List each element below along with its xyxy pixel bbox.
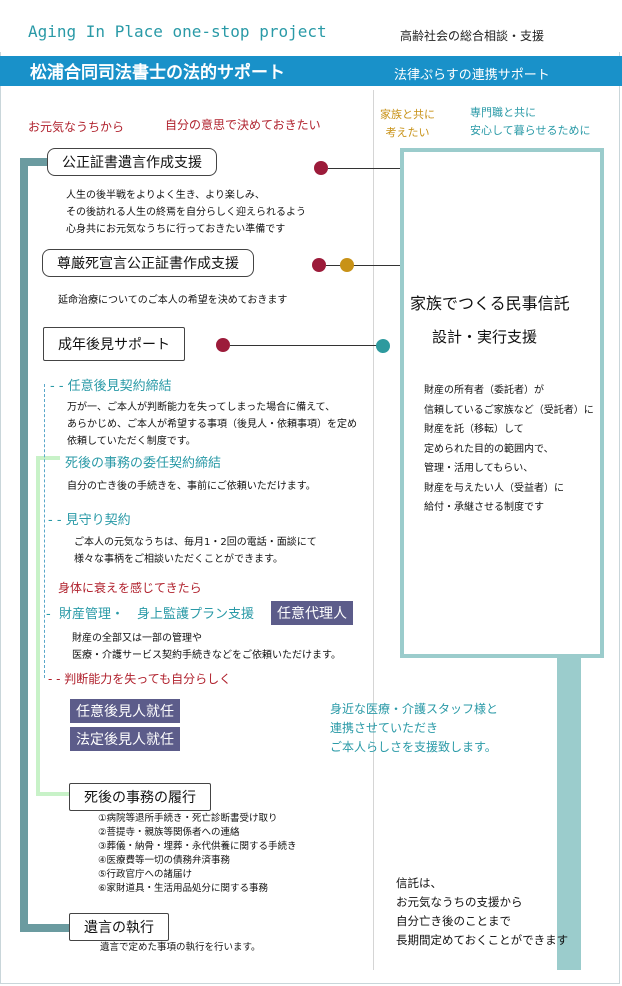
legal-guardian-badge: 法定後見人就任 <box>70 727 180 751</box>
main-timeline-bar <box>20 158 28 932</box>
civil-trust-title: 家族でつくる民事信託 <box>410 294 570 313</box>
posthumous-execution-label: 死後の事務の履行 <box>69 783 211 811</box>
property-plan-description: 財産の全部又は一部の管理や医療・介護サービス契約手続きなどをご依頼いただけます。 <box>72 633 341 661</box>
dignity-dot-family <box>340 258 354 272</box>
guardian-dot-self <box>216 338 230 352</box>
dignity-description: 延命治療についてのご本人の希望を決めておきます <box>58 295 288 306</box>
japanese-subtitle: 高齢社会の総合相談・支援 <box>400 29 545 43</box>
column-divider <box>373 90 374 970</box>
timeline-top-cap <box>20 158 50 166</box>
head-with-family: 家族と共に考えたい <box>380 108 435 139</box>
voluntary-guardian-badge: 任意後見人就任 <box>70 699 180 723</box>
will-dot-self <box>314 161 328 175</box>
civil-trust-subtitle: 設計・実行支援 <box>432 328 538 346</box>
green-bracket-top <box>36 456 60 460</box>
header <box>0 0 622 52</box>
guardian-dot-pro <box>376 339 390 353</box>
side-title: 法律ぷらすの連携サポート <box>394 68 550 83</box>
trust-extension-bar <box>557 658 581 970</box>
civil-trust-box <box>400 148 604 658</box>
will-creation-label: 公正証書遺言作成支援 <box>47 148 217 176</box>
voluntary-guardian-heading: - - 任意後見契約締結 <box>50 379 172 394</box>
guardian-connector <box>230 345 378 346</box>
green-bracket-vertical <box>36 456 40 796</box>
posthumous-contract-description: 自分の亡き後の手続きを、事前にご依頼いただけます。 <box>67 481 316 492</box>
medical-collaboration-note: 身近な医療・介護スタッフ様と連携させていただきご本人らしさを支援致します。 <box>330 702 499 754</box>
dashed-guide <box>44 384 45 678</box>
will-description: 人生の後半戦をよりよく生き、より楽しみ、その後訪れる人生の終焉を自分らしく迎えら… <box>66 190 306 235</box>
will-connector <box>328 168 406 169</box>
watch-contract-heading: - - 見守り契約 <box>48 513 131 528</box>
voluntary-agent-badge: 任意代理人 <box>271 601 353 625</box>
head-while-healthy: お元気なうちから <box>28 120 125 134</box>
dignity-connector <box>326 265 420 266</box>
english-title: Aging In Place one-stop project <box>28 22 327 41</box>
watch-contract-description: ご本人の元気なうちは、毎月1・2回の電話・面談にて様々な事柄をご相談いただくこと… <box>74 537 317 565</box>
head-with-professionals: 専門職と共に安心して暮らせるために <box>470 106 591 137</box>
voluntary-guardian-description: 万が一、ご本人が判断能力を失ってしまった場合に備えて、あらかじめ、ご本人が希望す… <box>67 402 357 447</box>
decline-note: 身体に衰えを感じてきたら <box>58 581 202 595</box>
civil-trust-description: 財産の所有者（委託者）が信頼しているご家族など（受託者）に財産を託（移転）して … <box>424 385 594 513</box>
dignity-dot-self <box>312 258 326 272</box>
dignity-death-label: 尊厳死宣言公正証書作成支援 <box>42 249 254 277</box>
testament-execution-description: 遺言で定めた事項の執行を行います。 <box>100 942 261 953</box>
main-title: 松浦合同司法書士の法的サポート <box>30 63 285 83</box>
head-own-will: 自分の意思で決めておきたい <box>165 118 321 132</box>
green-bracket-bottom <box>36 792 70 796</box>
title-bar <box>0 56 622 86</box>
property-plan-heading: - 財産管理・ 身上監護プラン支援 <box>46 607 254 622</box>
testament-execution-label: 遺言の執行 <box>69 913 169 941</box>
closing-note: 信託は、お元気なうちの支援から自分亡き後のことまで長期間定めておくことができます <box>396 876 569 947</box>
timeline-bottom-cap <box>20 924 70 932</box>
incapacity-note: - - 判断能力を失っても自分らしく <box>48 672 232 686</box>
posthumous-contract-heading: 死後の事務の委任契約締結 <box>65 456 222 471</box>
posthumous-execution-list: ①病院等退所手続き・死亡診断書受け取り ②菩提寺・親族等関係者への連絡 ③葬儀・… <box>98 813 297 894</box>
guardianship-support-label: 成年後見サポート <box>43 327 185 361</box>
